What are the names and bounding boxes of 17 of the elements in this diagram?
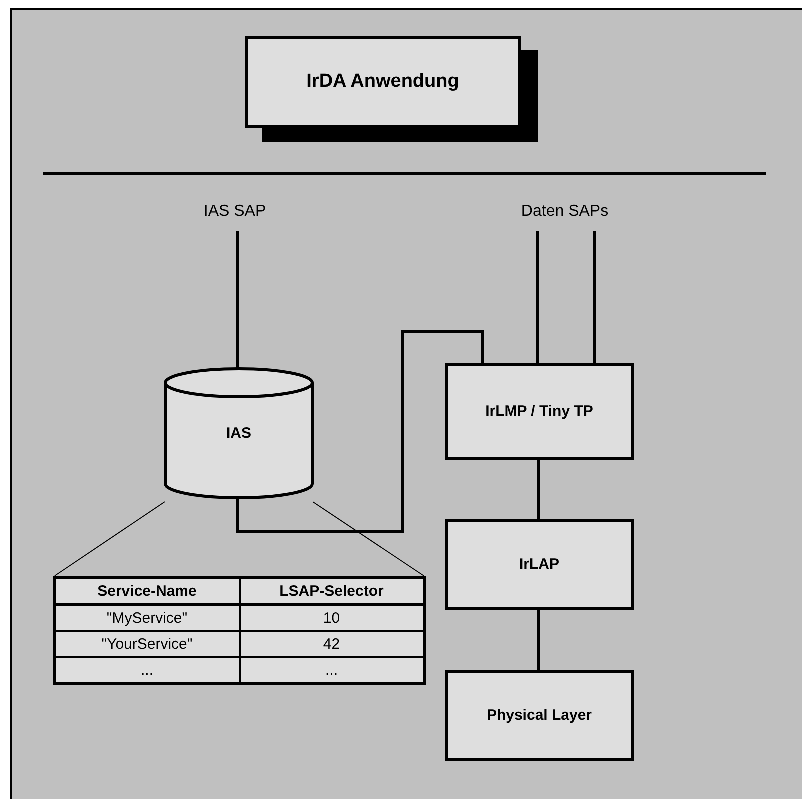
leader-line xyxy=(312,502,424,576)
connector-line xyxy=(594,231,596,363)
connector-line xyxy=(236,330,484,534)
table-entry: "MyService" xyxy=(54,604,240,631)
connector-line xyxy=(538,610,540,670)
connector-line xyxy=(536,231,540,363)
sap-label: IAS SAP xyxy=(180,200,290,224)
layer-box: Physical Layer xyxy=(445,670,634,761)
connector-line xyxy=(538,460,540,519)
connector-line xyxy=(236,231,240,368)
layer-box: IrLAP xyxy=(445,519,634,610)
layer-box: IrLMP / Tiny TP xyxy=(445,363,634,460)
sap-label: Daten SAPs xyxy=(495,200,635,224)
column-header: Service-Name xyxy=(54,578,240,604)
table-entry: "YourService" xyxy=(54,631,240,657)
node-label: IAS xyxy=(226,425,252,442)
leader-line xyxy=(54,502,166,576)
